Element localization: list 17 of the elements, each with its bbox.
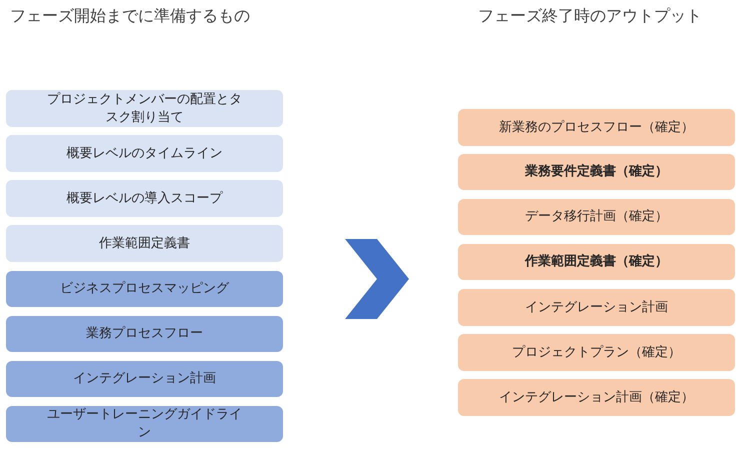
- list-box: 作業範囲定義書: [6, 225, 283, 262]
- list-box: ユーザートレーニングガイドライン: [6, 406, 283, 442]
- list-box: 業務プロセスフロー: [6, 316, 283, 352]
- list-box: ビジネスプロセスマッピング: [6, 271, 283, 307]
- list-box: 作業範囲定義書（確定）: [458, 244, 735, 280]
- list-box: インテグレーション計画: [458, 289, 735, 326]
- list-box: プロジェクトメンバーの配置とタスク割り当て: [6, 90, 283, 127]
- list-box: 業務要件定義書（確定）: [458, 154, 735, 190]
- list-box: 概要レベルのタイムライン: [6, 135, 283, 172]
- list-box: プロジェクトプラン（確定）: [458, 334, 735, 371]
- list-box: 概要レベルの導入スコープ: [6, 180, 283, 217]
- column-heading: フェーズ終了時のアウトプット: [478, 6, 702, 27]
- list-box: 新業務のプロセスフロー（確定）: [458, 109, 735, 146]
- list-box: インテグレーション計画（確定）: [458, 379, 735, 416]
- list-box: データ移行計画（確定）: [458, 199, 735, 235]
- column-heading: フェーズ開始までに準備するもの: [10, 6, 250, 27]
- list-box: インテグレーション計画: [6, 361, 283, 397]
